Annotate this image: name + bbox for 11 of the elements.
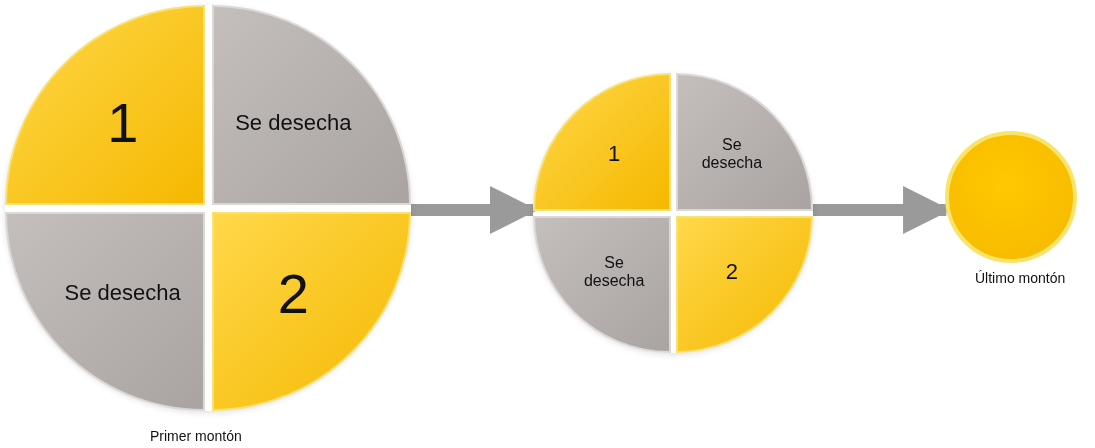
step-number: 1 xyxy=(107,90,139,156)
discard-text: Se desecha xyxy=(700,136,764,173)
pile-caption: Último montón xyxy=(975,270,1066,286)
discard-text: Se desecha xyxy=(235,109,352,136)
pile-caption: Primer montón xyxy=(150,428,242,444)
step-number: 2 xyxy=(725,258,738,285)
arrow xyxy=(411,186,538,234)
discard-text: Se desecha xyxy=(64,280,181,307)
discard-text: Se desecha xyxy=(582,253,646,290)
step-number: 1 xyxy=(608,141,621,168)
step-number: 2 xyxy=(277,260,309,326)
